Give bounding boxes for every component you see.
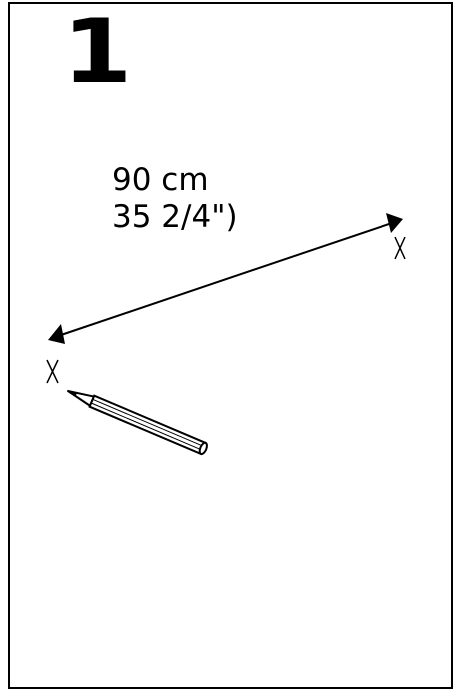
pencil-icon (67, 390, 208, 456)
instruction-panel (8, 2, 453, 689)
mark-left-icon (46, 359, 59, 384)
measurement-imperial: 35 2/4") (112, 199, 238, 235)
step-number: 1 (62, 0, 133, 103)
measurement-metric: 90 cm (112, 162, 209, 198)
mark-right-icon (394, 236, 406, 260)
measurement-label: 90 cm 35 2/4") (112, 162, 238, 236)
double-arrow-icon (48, 213, 403, 344)
